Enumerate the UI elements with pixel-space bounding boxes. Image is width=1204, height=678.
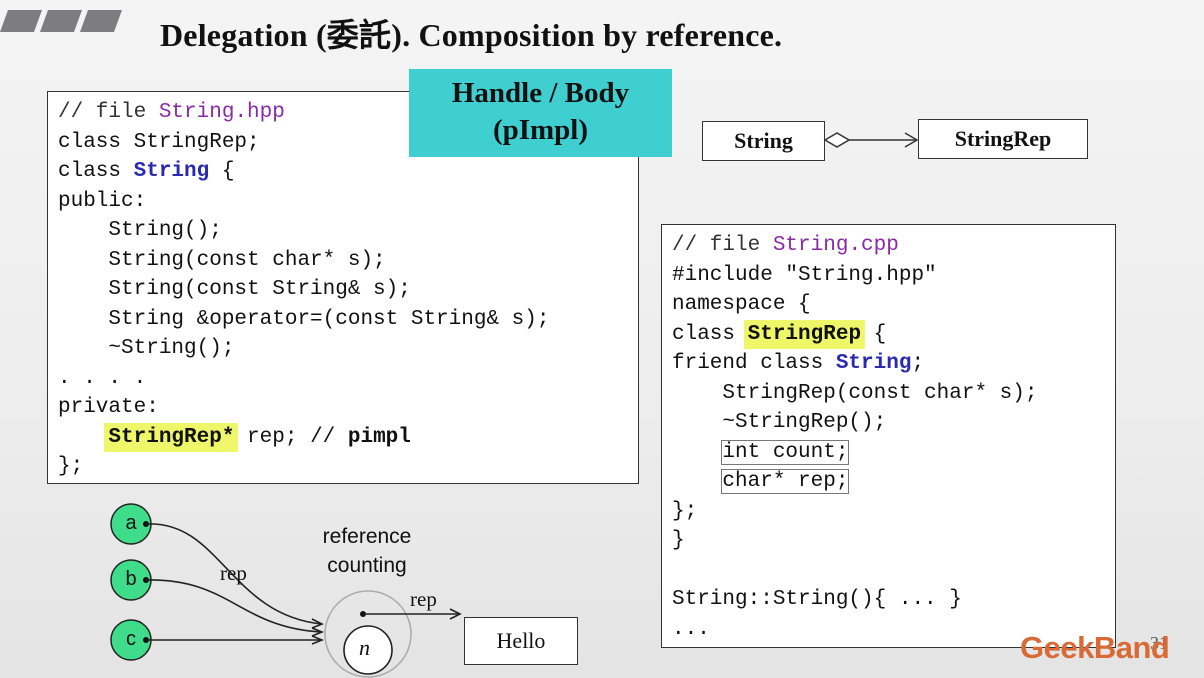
- code-line: StringRep(const char* s);: [672, 381, 1038, 405]
- highlight-stringrep-pointer: StringRep*: [104, 422, 239, 452]
- code-line: String();: [58, 219, 222, 242]
- code-line: . . . .: [58, 366, 147, 390]
- rep-label-left: rep: [220, 561, 247, 585]
- refcount-n-label: n: [359, 635, 370, 660]
- class-name: String: [835, 352, 912, 375]
- pointer-b-to-n: [145, 579, 323, 633]
- code-text: {: [209, 160, 235, 183]
- node-b-label: b: [125, 568, 137, 590]
- code-comment: // file: [58, 101, 159, 124]
- code-line: String::String(){ ... }: [672, 588, 962, 611]
- pimpl-title: (pImpl): [492, 114, 589, 146]
- member-rep-box: char* rep;: [721, 469, 850, 494]
- arrowhead-b-icon: [311, 627, 325, 637]
- reference-caption-line1: reference: [322, 525, 412, 548]
- code-line: ...: [672, 617, 710, 641]
- code-text: ;: [911, 352, 925, 375]
- slide-title: Delegation (委託). Composition by referenc…: [160, 17, 783, 53]
- page-number: 31: [1150, 633, 1168, 653]
- code-text: friend class: [672, 352, 836, 375]
- reference-counting-caption: reference counting: [300, 522, 434, 580]
- code-indent: [672, 441, 722, 464]
- code-line: #include "String.hpp": [672, 263, 937, 287]
- code-line: namespace {: [672, 293, 811, 316]
- rep-label-right: rep: [410, 587, 437, 611]
- code-line: };: [672, 499, 698, 523]
- uml-stringrep-class: StringRep: [918, 119, 1088, 159]
- rep-arrowhead-icon: [449, 608, 462, 620]
- node-a-label: a: [125, 512, 137, 534]
- geekband-logo: GeekBand: [1020, 630, 1170, 665]
- code-line: String(const char* s);: [58, 248, 386, 272]
- uml-arrowhead-icon: [904, 132, 919, 148]
- cpp-code: // file String.cpp #include "String.hpp"…: [672, 231, 1037, 644]
- code-text: class: [58, 160, 134, 183]
- class-name: String: [133, 160, 210, 183]
- code-line: };: [58, 455, 84, 478]
- cpp-code-box: // file String.cpp #include "String.hpp"…: [661, 224, 1116, 648]
- code-text: rep; //: [234, 425, 348, 449]
- refcount-inner-circle: [343, 625, 393, 675]
- node-c-label: c: [126, 628, 136, 650]
- hpp-code: // file String.hpp class StringRep; clas…: [58, 98, 549, 482]
- refcount-outer-circle: [324, 590, 412, 678]
- code-line: public:: [58, 189, 147, 213]
- hello-string-box: Hello: [464, 617, 578, 665]
- code-line: ~String();: [58, 337, 235, 360]
- code-line: }: [672, 529, 685, 552]
- handle-body-label: Handle / Body (pImpl): [409, 69, 672, 157]
- highlight-stringrep-class: StringRep: [743, 319, 866, 349]
- filename: String.hpp: [158, 101, 285, 124]
- member-count-box: int count;: [721, 439, 850, 465]
- filename: String.cpp: [772, 234, 899, 257]
- code-text: {: [861, 322, 887, 346]
- code-text: class: [672, 322, 748, 346]
- code-line: ~StringRep();: [672, 411, 887, 434]
- pointer-a-to-n: [145, 523, 323, 625]
- arrowhead-c-icon: [311, 635, 325, 645]
- arrowhead-a-icon: [311, 618, 324, 629]
- reference-caption-line2: counting: [327, 554, 407, 577]
- code-line: private:: [58, 396, 159, 419]
- code-line: String(const String& s);: [58, 278, 411, 301]
- code-line: class StringRep;: [58, 130, 260, 154]
- aggregation-diamond-icon: [823, 132, 851, 148]
- code-line: String &operator=(const String& s);: [58, 307, 550, 331]
- pimpl-keyword: pimpl: [347, 425, 411, 449]
- uml-string-class: String: [702, 121, 825, 161]
- code-comment: // file: [672, 234, 773, 257]
- code-indent: [672, 470, 722, 493]
- handle-body-title: Handle / Body: [451, 77, 630, 109]
